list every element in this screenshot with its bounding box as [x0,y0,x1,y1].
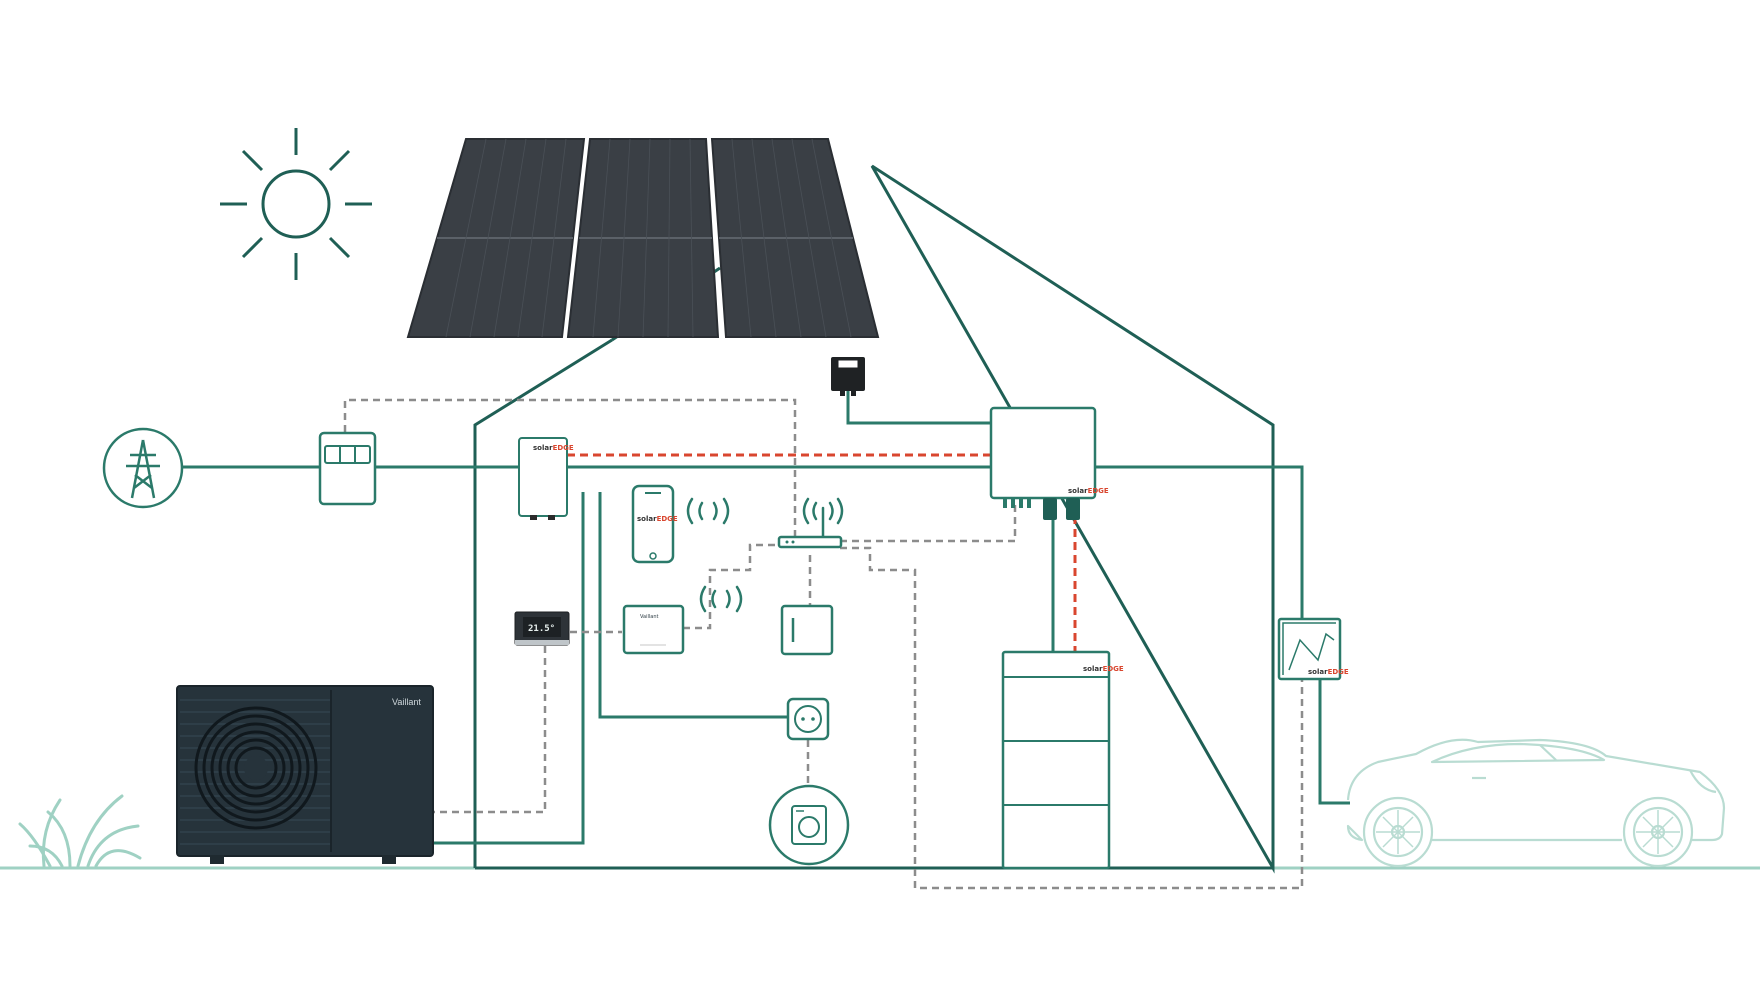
smartphone-app-brand: solarEDGE [637,515,678,523]
heat-pump-brand: Vaillant [392,697,421,707]
controller-display-text: 21.5° [528,624,555,634]
inverter-device[interactable]: solarEDGE [989,406,1109,520]
dc-wiring [567,453,1077,652]
energy-meter-brand: solarEDGE [533,444,574,452]
battery-storage[interactable]: solarEDGE [1001,650,1124,870]
solar-panel-middle [566,138,720,338]
solar-panel-right [710,138,880,338]
washing-machine-icon[interactable] [768,784,850,866]
solar-panel-array [406,138,880,338]
sun-icon [220,128,372,280]
solar-panel-left [406,138,586,338]
refrigerator-icon[interactable] [780,604,834,656]
gateway-wireless-signal-icon [699,585,743,613]
car-icon [1346,738,1726,868]
battery-brand: solarEDGE [1083,665,1124,673]
heat-pump-controller[interactable]: 21.5° [514,611,570,646]
grass-icon [18,794,142,868]
router-icon[interactable] [777,497,844,549]
power-socket-icon[interactable] [786,697,830,741]
comm-wiring [343,398,1304,890]
power-pylon-icon [102,427,184,509]
internet-gateway-device[interactable]: Vaillant [622,604,685,655]
energy-meter-device[interactable]: solarEDGE [518,437,574,520]
fan-icon [194,706,318,830]
ev-charger-brand: solarEDGE [1308,668,1349,676]
ev-charger-device[interactable]: solarEDGE [1277,617,1349,681]
heat-pump-unit[interactable]: Vaillant [176,685,434,864]
wireless-signal-icon [686,497,730,525]
electricity-meter-icon[interactable] [318,431,377,506]
gateway-brand-label: Vaillant [640,614,658,620]
optimizer-box[interactable] [831,357,865,396]
smartphone-icon[interactable]: solarEDGE [631,484,678,564]
inverter-brand: solarEDGE [1068,487,1109,495]
